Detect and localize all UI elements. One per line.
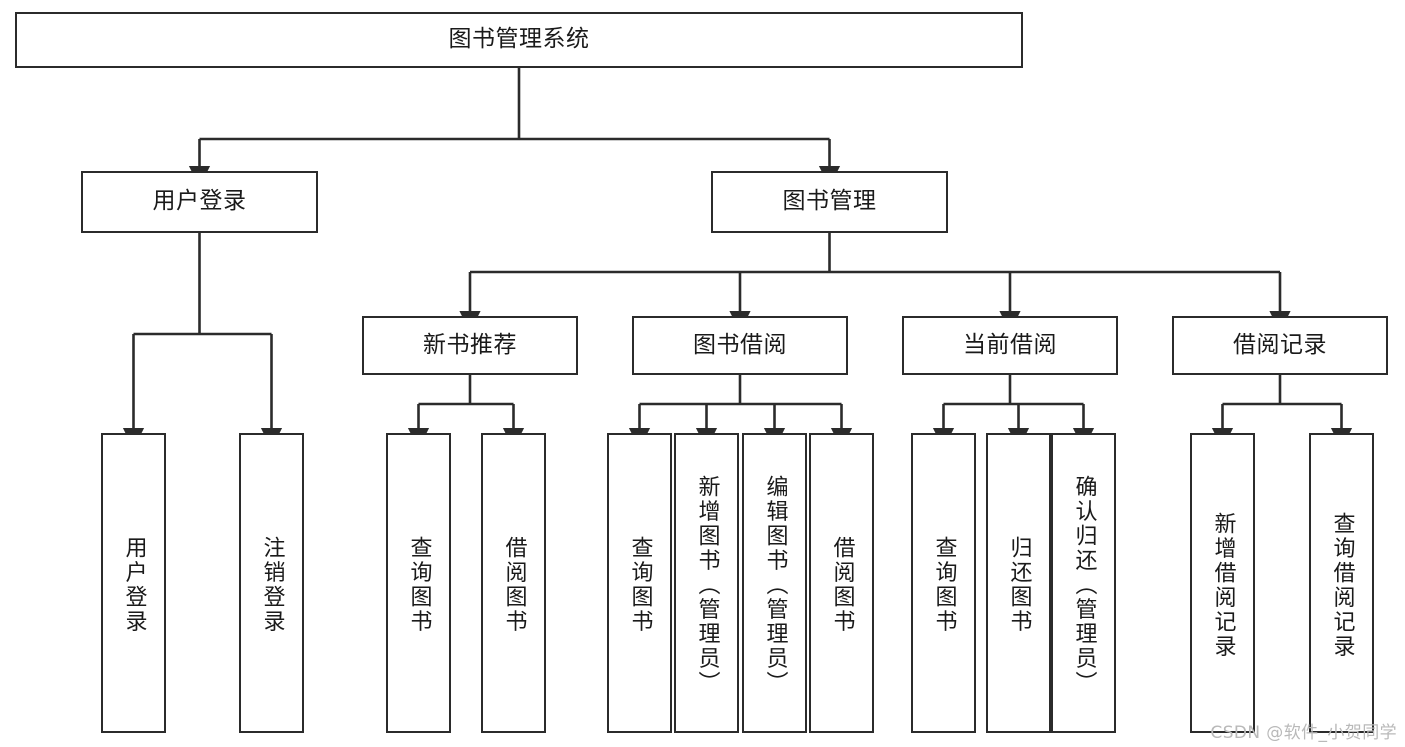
node-label: 归还图书 — [1006, 536, 1032, 634]
node-leaf-confirm-return-admin[interactable]: 确认归还（管理员） — [1051, 433, 1116, 733]
node-leaf-add-borrowing-record[interactable]: 新增借阅记录 — [1190, 433, 1255, 733]
node-user-login[interactable]: 用户登录 — [81, 171, 318, 233]
node-label: 图书管理 — [782, 188, 877, 215]
node-label: 查询图书 — [931, 536, 957, 634]
node-label: 借阅记录 — [1233, 331, 1327, 358]
node-current-borrowing[interactable]: 当前借阅 — [902, 316, 1118, 375]
node-new-book-recommendation[interactable]: 新书推荐 — [362, 316, 578, 375]
node-label: 图书借阅 — [693, 331, 787, 358]
node-borrowing-record[interactable]: 借阅记录 — [1172, 316, 1388, 375]
node-label: 借阅图书 — [829, 536, 855, 634]
node-leaf-return-book[interactable]: 归还图书 — [986, 433, 1051, 733]
node-leaf-borrow-book-recommendation[interactable]: 借阅图书 — [481, 433, 546, 733]
node-leaf-edit-book-admin[interactable]: 编辑图书（管理员） — [742, 433, 807, 733]
node-root-book-management-system[interactable]: 图书管理系统 — [15, 12, 1023, 68]
node-leaf-borrow-book-borrowing[interactable]: 借阅图书 — [809, 433, 874, 733]
node-label: 查询图书 — [627, 536, 653, 634]
node-label: 注销登录 — [259, 536, 285, 634]
node-label: 编辑图书（管理员） — [762, 474, 788, 696]
node-label: 确认归还（管理员） — [1071, 474, 1097, 696]
node-leaf-query-book-recommendation[interactable]: 查询图书 — [386, 433, 451, 733]
node-label: 当前借阅 — [963, 331, 1057, 358]
node-label: 图书管理系统 — [448, 26, 590, 53]
node-leaf-query-book-borrowing[interactable]: 查询图书 — [607, 433, 672, 733]
node-label: 用户登录 — [152, 188, 247, 215]
node-leaf-user-logout[interactable]: 注销登录 — [239, 433, 304, 733]
node-leaf-user-login[interactable]: 用户登录 — [101, 433, 166, 733]
node-label: 新增借阅记录 — [1210, 511, 1236, 659]
node-label: 借阅图书 — [501, 536, 527, 634]
node-leaf-add-book-admin[interactable]: 新增图书（管理员） — [674, 433, 739, 733]
node-book-management[interactable]: 图书管理 — [711, 171, 948, 233]
node-book-borrowing[interactable]: 图书借阅 — [632, 316, 848, 375]
node-label: 新书推荐 — [423, 331, 517, 358]
node-label: 查询借阅记录 — [1329, 511, 1355, 659]
node-leaf-query-book-current[interactable]: 查询图书 — [911, 433, 976, 733]
csdn-watermark: CSDN @软件_小贺同学 — [1210, 723, 1397, 743]
node-label: 新增图书（管理员） — [694, 474, 720, 696]
node-leaf-query-borrowing-record[interactable]: 查询借阅记录 — [1309, 433, 1374, 733]
node-label: 用户登录 — [121, 536, 147, 634]
node-label: 查询图书 — [406, 536, 432, 634]
